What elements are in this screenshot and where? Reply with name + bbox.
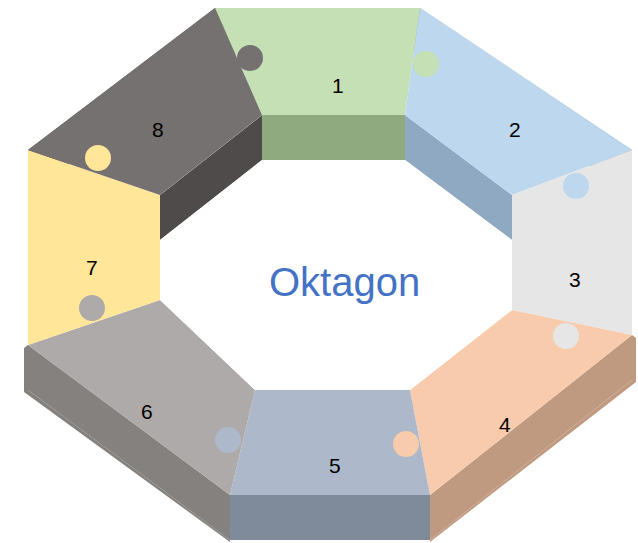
puzzle-piece: 2 (505, 116, 525, 144)
puzzle-pieces (28, 8, 632, 495)
puzzle-piece: 7 (82, 254, 102, 282)
piece-number: 6 (141, 400, 153, 424)
piece-number: 4 (499, 413, 511, 437)
piece-number: 2 (509, 118, 521, 142)
piece-number: 7 (86, 256, 98, 280)
puzzle-piece: 3 (565, 266, 585, 294)
puzzle-piece: 1 (328, 72, 348, 100)
puzzle-piece: 6 (137, 398, 157, 426)
piece-number: 5 (329, 454, 341, 478)
piece-number: 8 (152, 118, 164, 142)
inner-wall (160, 115, 512, 435)
puzzle-piece: 5 (325, 452, 345, 480)
puzzle-piece: 4 (495, 411, 515, 439)
puzzle-knobs (79, 45, 589, 457)
center-title: Oktagon (269, 260, 420, 305)
puzzle-piece: 8 (148, 116, 168, 144)
outer-side (24, 8, 636, 542)
piece-number: 1 (332, 74, 344, 98)
piece-number: 3 (569, 268, 581, 292)
